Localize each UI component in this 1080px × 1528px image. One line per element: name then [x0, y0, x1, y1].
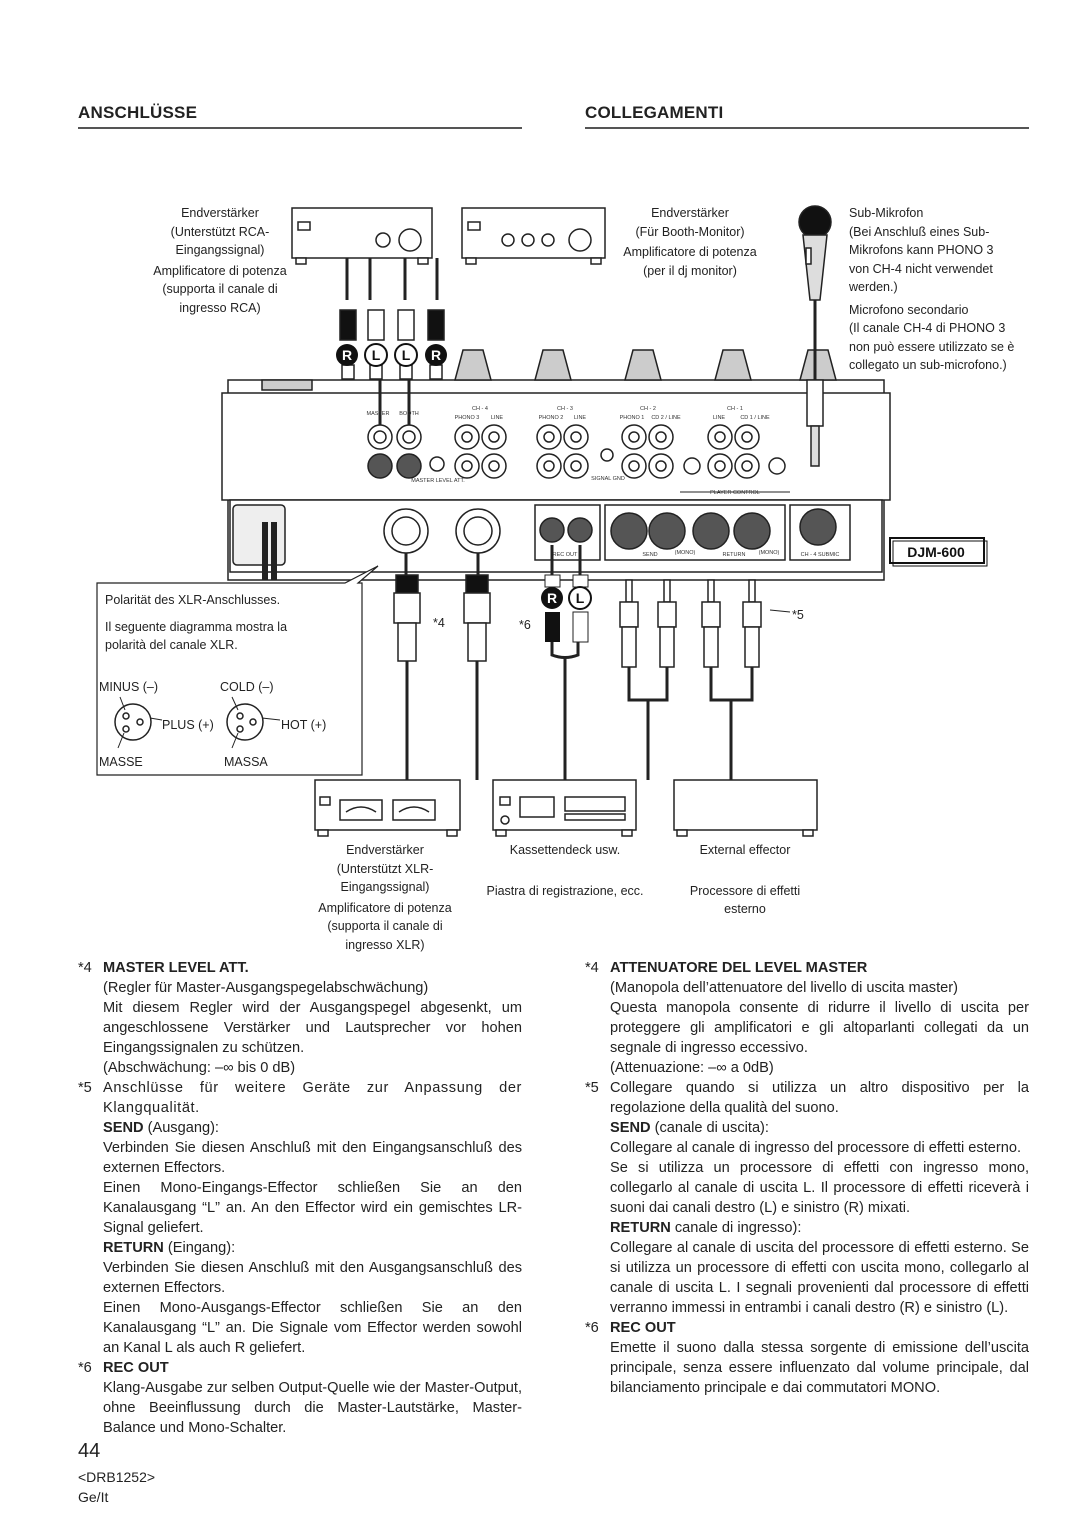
- xlr-pin-diagram: [114, 696, 281, 749]
- caption-amp-rca: Endverstärker (Unterstützt RCA- Eingangs…: [153, 206, 287, 315]
- label-masse: MASSE: [99, 755, 143, 769]
- label-minus: MINUS (–): [99, 680, 159, 694]
- amplifier-xlr: [314, 779, 461, 837]
- rca-plugs-top: [339, 309, 445, 380]
- marker-4: *4: [433, 616, 445, 630]
- svg-text:R: R: [431, 347, 441, 363]
- label-massa: MASSA: [224, 755, 268, 769]
- svg-text:CH - 4: CH - 4: [472, 406, 488, 412]
- rca-plugs-rec-out: R L: [541, 574, 592, 643]
- svg-text:BOOTH: BOOTH: [399, 411, 419, 417]
- svg-text:CD 2 / LINE: CD 2 / LINE: [651, 415, 681, 421]
- svg-text:L: L: [402, 347, 411, 363]
- svg-text:REC OUT: REC OUT: [553, 552, 578, 558]
- caption-amp-xlr: Endverstärker (Unterstützt XLR- Eingangs…: [318, 843, 452, 952]
- svg-text:SIGNAL GND: SIGNAL GND: [591, 476, 625, 482]
- cassette-deck: [492, 779, 637, 837]
- svg-text:PHONO 2: PHONO 2: [539, 415, 564, 421]
- amplifier-rca: [291, 207, 433, 265]
- label-cold: COLD (–): [220, 680, 274, 694]
- svg-text:MASTER: MASTER: [367, 411, 390, 417]
- xlr-note-box: [96, 565, 379, 776]
- svg-text:LINE: LINE: [713, 415, 726, 421]
- section-title-german: ANSCHLÜSSE: [78, 103, 198, 122]
- svg-text:CD 1 / LINE: CD 1 / LINE: [740, 415, 770, 421]
- connection-diagram: R L L R CH - 4 CH - 3 CH - 2 CH - 1 PHON…: [96, 205, 988, 837]
- svg-text:CH - 4 SUBMIC: CH - 4 SUBMIC: [801, 552, 840, 558]
- caption-cassette: Kassettendeck usw. Piastra di registrazi…: [486, 843, 644, 898]
- amplifier-booth: [461, 207, 606, 265]
- svg-text:SEND: SEND: [642, 552, 657, 558]
- marker-6: *6: [519, 618, 531, 632]
- mixer-rear-panel: [221, 349, 891, 581]
- svg-text:PHONO 1: PHONO 1: [620, 415, 645, 421]
- doc-code: <DRB1252> Ge/It: [78, 1469, 156, 1505]
- caption-xlr-polarity: Polarität des XLR-Anschlusses. Il seguen…: [105, 593, 288, 652]
- header-rule-right: [585, 127, 1029, 129]
- caption-effector: External effector Processore di effetti …: [689, 843, 801, 916]
- microphone-icon: [798, 205, 832, 467]
- svg-text:MASTER LEVEL ATT.: MASTER LEVEL ATT.: [411, 478, 465, 484]
- label-hot: HOT (+): [281, 718, 327, 732]
- phone-plugs: [619, 579, 791, 780]
- page-number: 44: [78, 1440, 101, 1462]
- plug-letter-badges: R L L R: [336, 343, 447, 367]
- svg-text:(MONO): (MONO): [675, 550, 696, 556]
- svg-text:CH - 3: CH - 3: [557, 406, 573, 412]
- xlr-plugs: [393, 574, 491, 662]
- svg-text:(MONO): (MONO): [759, 550, 780, 556]
- svg-text:CH - 1: CH - 1: [727, 406, 743, 412]
- caption-amp-booth: Endverstärker (Für Booth-Monitor) Amplif…: [623, 206, 757, 278]
- svg-text:R: R: [547, 590, 557, 606]
- svg-text:RETURN: RETURN: [723, 552, 746, 558]
- label-plus: PLUS (+): [162, 718, 214, 732]
- svg-text:L: L: [576, 590, 585, 606]
- model-label: DJM-600: [907, 544, 965, 560]
- external-effector: [673, 779, 818, 837]
- header-rule-left: [78, 127, 522, 129]
- svg-text:PHONO 3: PHONO 3: [455, 415, 480, 421]
- section-title-italian: COLLEGAMENTI: [585, 103, 724, 122]
- svg-text:PLAYER CONTROL: PLAYER CONTROL: [710, 490, 760, 496]
- svg-text:LINE: LINE: [491, 415, 504, 421]
- svg-text:L: L: [372, 347, 381, 363]
- svg-text:LINE: LINE: [574, 415, 587, 421]
- caption-sub-mic: Sub-Mikrofon (Bei Anschluß eines Sub- Mi…: [849, 206, 1015, 372]
- svg-text:CH - 2: CH - 2: [640, 406, 656, 412]
- marker-5: *5: [792, 608, 804, 622]
- svg-text:R: R: [342, 347, 352, 363]
